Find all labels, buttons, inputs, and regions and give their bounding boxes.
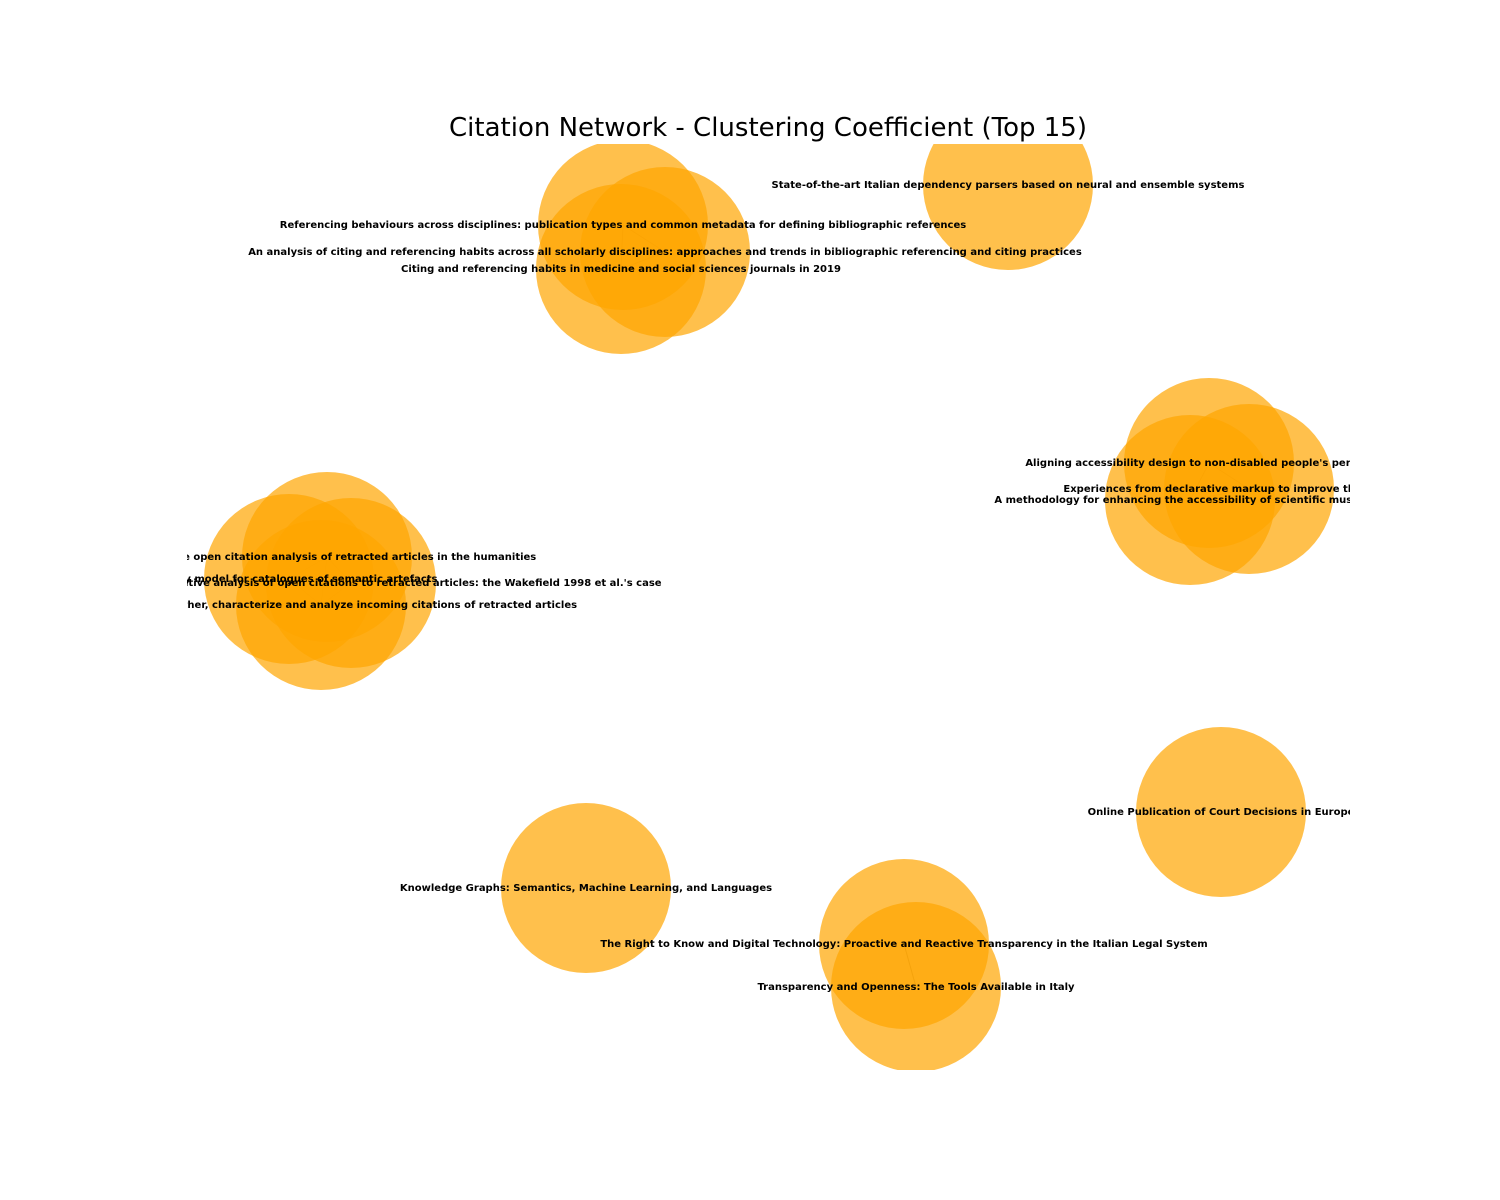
paper-node[interactable] (236, 520, 406, 690)
paper-node-label: An analysis of citing and referencing ha… (248, 247, 1082, 258)
paper-node[interactable] (536, 184, 706, 354)
paper-node-label: Transparency and Openness: The Tools Ava… (757, 982, 1075, 993)
paper-node[interactable] (923, 100, 1093, 270)
paper-node[interactable] (831, 902, 1001, 1072)
paper-node-label: Knowledge Graphs: Semantics, Machine Lea… (400, 883, 772, 894)
paper-node-label: A qualitative and quantitative analysis … (40, 578, 661, 589)
paper-node-label: State-of-the-art Italian dependency pars… (772, 180, 1245, 191)
node-layer (204, 100, 1334, 1072)
paper-node[interactable] (501, 803, 671, 973)
paper-node-label: The Right to Know and Digital Technology… (600, 939, 1207, 950)
paper-node[interactable] (1136, 727, 1306, 897)
paper-node-label: Experiences from declarative markup to i… (1063, 484, 1435, 495)
label-layer: State-of-the-art Italian dependency pars… (40, 180, 1435, 993)
paper-node[interactable] (1105, 415, 1275, 585)
paper-node-label: A quality model for catalogues of semant… (141, 574, 438, 585)
paper-node-label: Aligning accessibility design to non-dis… (1025, 458, 1392, 469)
paper-node-label: A methodology for enhancing the accessib… (994, 495, 1385, 506)
paper-node-label: A methodology to gather, characterize an… (65, 600, 577, 611)
paper-node-label: A qualitative open citation analysis of … (118, 552, 537, 563)
paper-node-label: Online Publication of Court Decisions in… (1088, 807, 1355, 818)
diagram-title: Citation Network - Clustering Coefficien… (449, 113, 1087, 143)
paper-node-label: Referencing behaviours across discipline… (280, 220, 966, 231)
paper-node-label: Citing and referencing habits in medicin… (401, 264, 841, 275)
